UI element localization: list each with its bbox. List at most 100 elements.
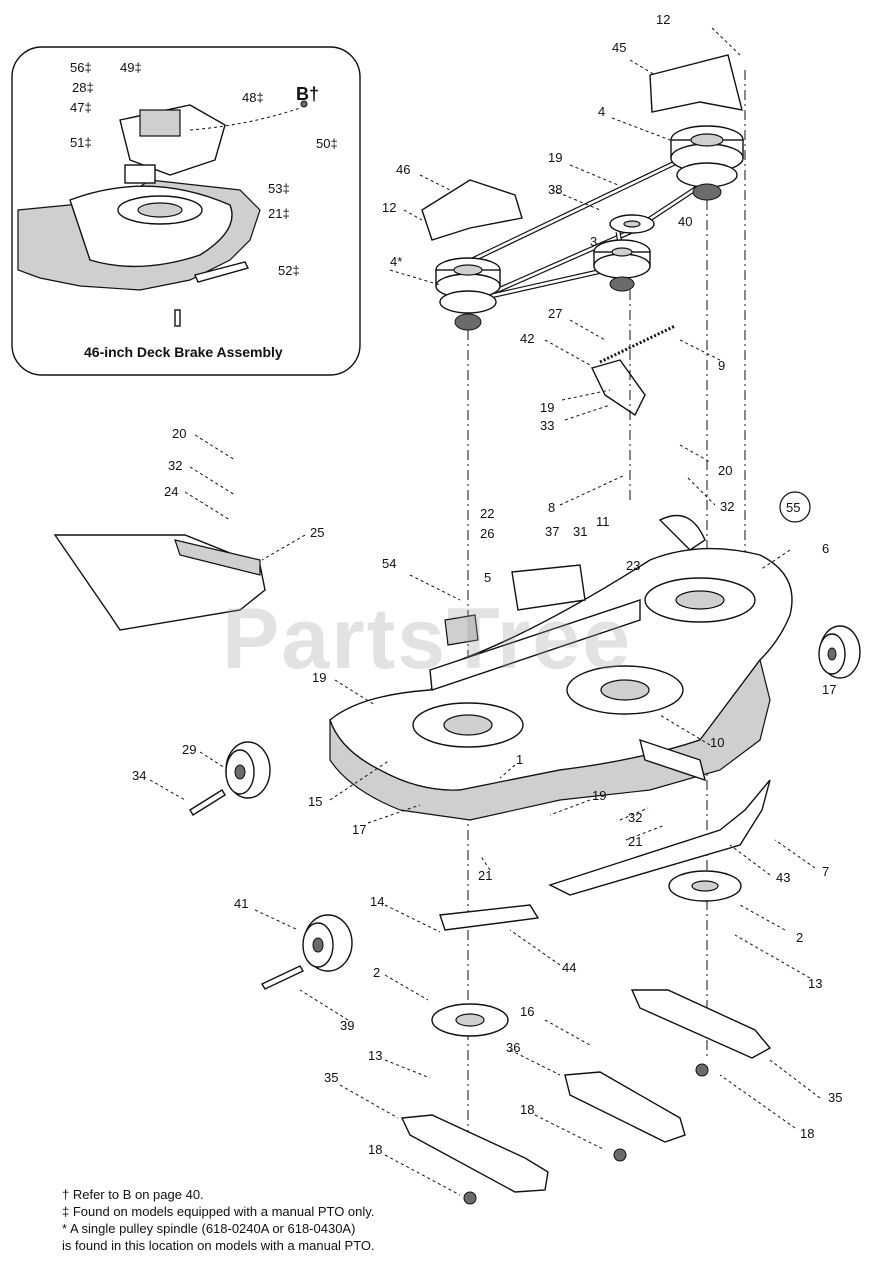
belt-guard-45 [649, 54, 743, 113]
callout-label: 6 [822, 541, 829, 556]
callout-label: 10 [710, 735, 724, 750]
callout-label: 46 [396, 162, 410, 177]
callout-label: 45 [612, 40, 626, 55]
callout-label: 13 [368, 1048, 382, 1063]
callout-label: 38 [548, 182, 562, 197]
bearing-housing-2-right [668, 870, 742, 902]
callout-label: 18 [520, 1102, 534, 1117]
callout-label: 5 [484, 570, 491, 585]
deck-wheel-41 [302, 914, 353, 972]
callout-label: 23 [626, 558, 640, 573]
callout-label: 34 [132, 768, 146, 783]
baffle-44 [439, 904, 540, 931]
callout-label: 20 [172, 426, 186, 441]
callout-labels: 12 45 4 19 38 46 12 40 3 4* 27 42 9 19 3… [132, 12, 842, 1157]
callout-label: 31 [573, 524, 587, 539]
idler-bracket-42 [591, 359, 646, 417]
callout-label: 4 [598, 104, 605, 119]
spindle-pulley-left [435, 257, 501, 331]
rear-stabilizer-bar-43 [548, 779, 771, 896]
callout-label: 18 [800, 1126, 814, 1141]
callout-label: 56‡ [70, 60, 92, 75]
callout-label: 35 [828, 1090, 842, 1105]
callout-label: 8 [548, 500, 555, 515]
callout-label: 1 [516, 752, 523, 767]
wheel-bolt-39 [261, 965, 304, 990]
callout-label: 3 [590, 234, 597, 249]
callout-label: 12 [656, 12, 670, 27]
callout-label: 48‡ [242, 90, 264, 105]
callout-label: 32 [628, 810, 642, 825]
callout-label: 36 [506, 1040, 520, 1055]
callout-label: 21 [628, 834, 642, 849]
footnote-asterisk-cont: is found in this location on models with… [62, 1238, 375, 1253]
mower-blade-35-right [630, 989, 772, 1059]
callout-label: 17 [352, 822, 366, 837]
callout-label: 39 [340, 1018, 354, 1033]
mower-blade-36 [564, 1071, 686, 1143]
callout-label: 53‡ [268, 181, 290, 196]
mower-deck-housing [329, 514, 793, 821]
callout-label: 11 [596, 514, 610, 529]
callout-label: 35 [324, 1070, 338, 1085]
callout-label: 29 [182, 742, 196, 757]
callout-label: 43 [776, 870, 790, 885]
callout-label: B† [296, 84, 319, 104]
bearing-housing-2-left [431, 1003, 509, 1037]
inset-caption: 46-inch Deck Brake Assembly [84, 344, 283, 360]
brake-assembly-inset [11, 46, 361, 376]
callout-label: 7 [822, 864, 829, 879]
callout-label: 49‡ [120, 60, 142, 75]
hanger-bracket-5 [511, 564, 586, 611]
callout-label: 17 [822, 682, 836, 697]
callout-label: 16 [520, 1004, 534, 1019]
callout-label: 25 [310, 525, 324, 540]
callout-label: 42 [520, 331, 534, 346]
footnote-double-dagger: ‡ Found on models equipped with a manual… [62, 1204, 375, 1219]
callout-label: 14 [370, 894, 384, 909]
extension-spring-27 [599, 324, 676, 364]
callout-label: 19 [592, 788, 606, 803]
callout-label: 2 [373, 965, 380, 980]
callout-label: 19 [312, 670, 326, 685]
deck-wheel-29 [225, 741, 271, 799]
callout-label: 40 [678, 214, 692, 229]
callout-label: 50‡ [316, 136, 338, 151]
callout-label: 4* [390, 254, 402, 269]
footnote-dagger: † Refer to B on page 40. [62, 1187, 204, 1202]
blade-nut-18-left [463, 1191, 477, 1205]
callout-label: 52‡ [278, 263, 300, 278]
callout-label: 2 [796, 930, 803, 945]
brake-bracket-54 [444, 614, 479, 646]
idler-pulley-3 [593, 239, 651, 292]
callout-label: 26 [480, 526, 494, 541]
callout-label: 19 [540, 400, 554, 415]
callout-label: 27 [548, 306, 562, 321]
callout-leader-lines [149, 27, 821, 1196]
callout-label: 32 [168, 458, 182, 473]
reference-circle-55 [779, 491, 811, 523]
callout-label: 32 [720, 499, 734, 514]
callout-label: 22 [480, 506, 494, 521]
mower-blade-35-left [400, 1114, 549, 1193]
idler-pulley-40 [609, 214, 655, 234]
discharge-chute-25 [53, 534, 266, 631]
callout-label: 37 [545, 524, 559, 539]
front-bracket-5 [429, 599, 641, 691]
callout-label: 13 [808, 976, 822, 991]
callout-label: 21 [478, 868, 492, 883]
wheel-bolt-34 [189, 789, 226, 816]
callout-label: 9 [718, 358, 725, 373]
callout-label: 47‡ [70, 100, 92, 115]
footnote-asterisk: * A single pulley spindle (618-0240A or … [62, 1221, 356, 1236]
callout-label: 44 [562, 960, 576, 975]
callout-label: 18 [368, 1142, 382, 1157]
callout-label: 41 [234, 896, 248, 911]
spindle-pulley-right [670, 125, 744, 201]
inset-callout-labels: 56‡ 49‡ 28‡ 48‡ B† 47‡ 51‡ 50‡ 53‡ 21‡ 5… [70, 60, 338, 278]
blade-nut-18-center [613, 1148, 627, 1162]
blade-nut-18-right [695, 1063, 709, 1077]
callout-label: 33 [540, 418, 554, 433]
callout-label: 54 [382, 556, 396, 571]
